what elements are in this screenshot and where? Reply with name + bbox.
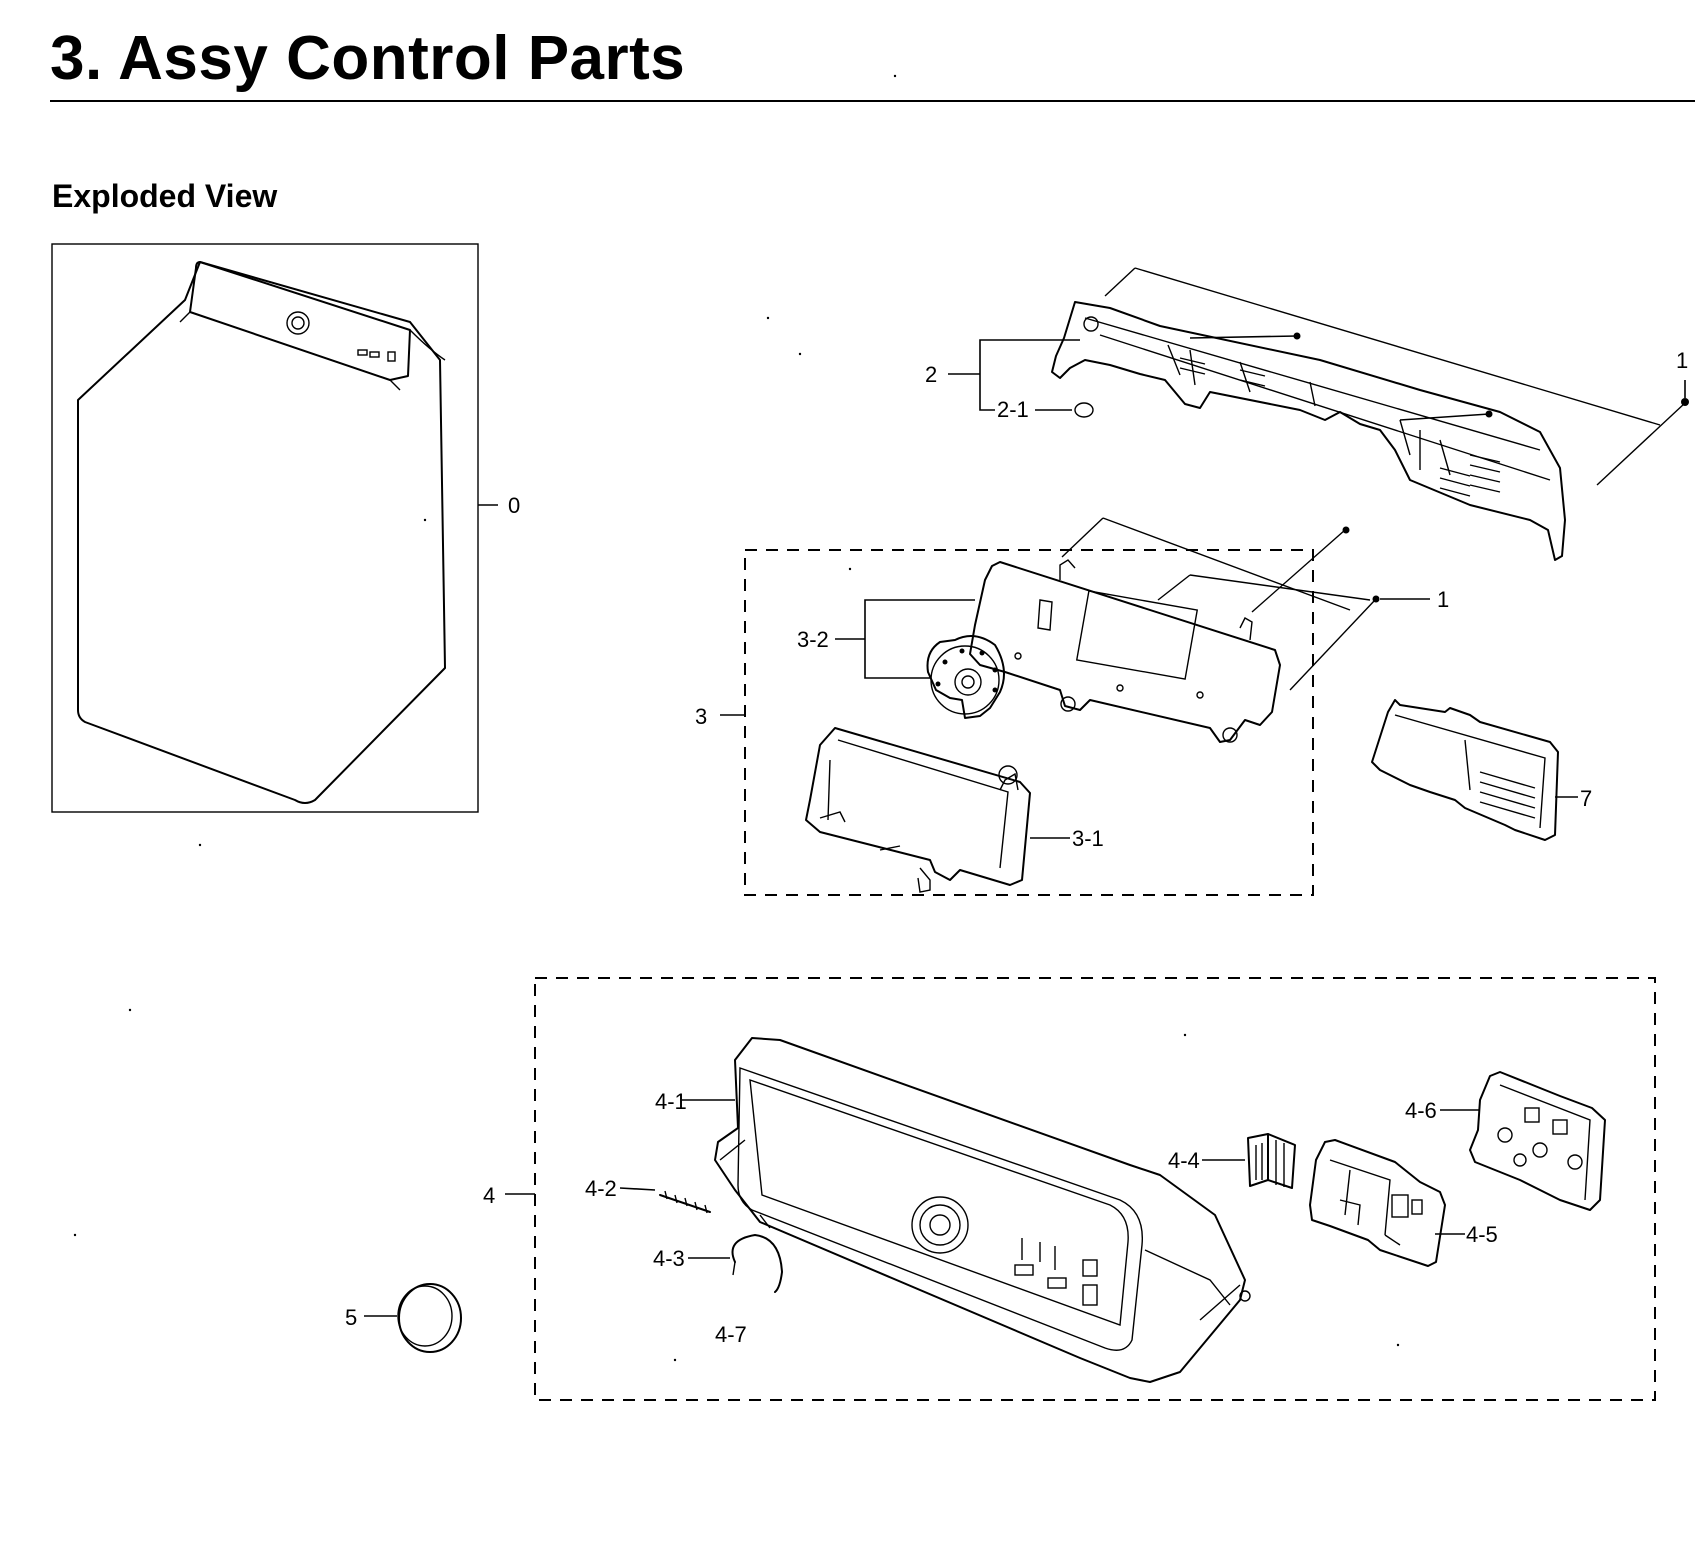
callout-2: 2: [925, 362, 937, 387]
screw-3-pcb: [1342, 526, 1350, 534]
callout-4-7: 4-7: [715, 1322, 747, 1347]
main-pcb: [969, 559, 1281, 743]
callout-3: 3: [695, 704, 707, 729]
bracket-4-6: [1469, 1071, 1606, 1211]
callout-0: 0: [508, 493, 520, 518]
washer-frame: [51, 243, 479, 813]
callout-4-3: 4-3: [653, 1246, 685, 1271]
callout-3-1: 3-1: [1072, 826, 1104, 851]
pcb-case: [805, 727, 1031, 893]
title-rule: [50, 100, 1695, 102]
part-2-1-cap: [1074, 402, 1094, 418]
callout-1-mid: 1: [1437, 587, 1449, 612]
ring-4-3: [731, 1234, 783, 1293]
callout-4-1: 4-1: [655, 1089, 687, 1114]
washer-cabinet: [77, 261, 446, 804]
knob-5: [397, 1283, 462, 1353]
callout-1-top: 1: [1676, 348, 1688, 373]
callout-4-2: 4-2: [585, 1176, 617, 1201]
screw-1-mid: [1372, 595, 1380, 603]
sub-pcb-4-5: [1309, 1139, 1446, 1267]
section-heading: Exploded View: [52, 178, 278, 214]
group-3-box: [744, 549, 1314, 896]
callout-3-2: 3-2: [797, 627, 829, 652]
pcb-cover-7: [1371, 699, 1559, 841]
control-panel-4-1: [714, 1037, 1251, 1383]
callout-4-6: 4-6: [1405, 1098, 1437, 1123]
rear-control-housing: [1051, 301, 1566, 561]
callout-4-5: 4-5: [1466, 1222, 1498, 1247]
callout-2-1: 2-1: [997, 397, 1029, 422]
callout-4-4: 4-4: [1168, 1148, 1200, 1173]
connector-4-4: [1247, 1133, 1296, 1189]
callout-4: 4: [483, 1183, 495, 1208]
rotary-encoder: [926, 635, 1005, 719]
screw-1-top: [1681, 398, 1689, 406]
callout-5: 5: [345, 1305, 357, 1330]
page-title: 3. Assy Control Parts: [50, 24, 686, 93]
callout-7: 7: [1580, 786, 1592, 811]
group-4-box: [534, 977, 1656, 1401]
light-pipe-4-2: [659, 1190, 711, 1214]
